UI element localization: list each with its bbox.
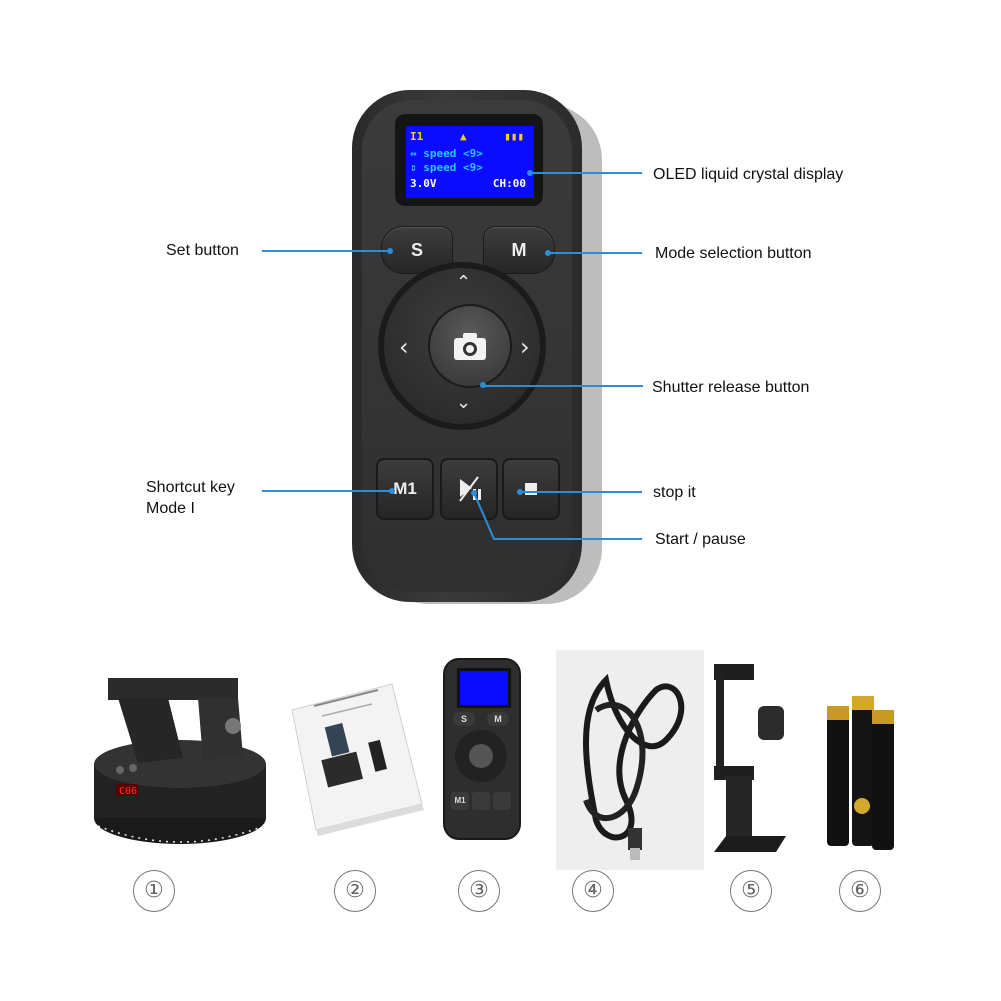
- set-label: Set button: [166, 242, 239, 259]
- pan-tilt-head-image: C06: [94, 678, 266, 844]
- mode-button[interactable]: M: [483, 226, 555, 274]
- stop-label: stop it: [653, 484, 696, 501]
- item-number-4: ④: [572, 870, 614, 912]
- screen-row-3: ⇕ speed <9>: [410, 161, 530, 175]
- shortcut-m1-button[interactable]: M1: [376, 458, 434, 520]
- camera-icon: [454, 333, 486, 360]
- item-number-3: ③: [458, 870, 500, 912]
- battery-icon: ▮▮▮: [504, 130, 524, 143]
- item-number-5: ⑤: [730, 870, 772, 912]
- batteries-image: [827, 696, 894, 850]
- start-pause-callout-line: [473, 492, 642, 540]
- lock-icon: ▲: [460, 130, 467, 143]
- shortcut-label: Shortcut key Mode I: [146, 477, 235, 519]
- small-remote-screen: [457, 668, 511, 708]
- start-pause-button[interactable]: [440, 458, 498, 520]
- oled-callout-line: [530, 172, 642, 174]
- shutter-label: Shutter release button: [652, 379, 810, 396]
- item-number-6: ⑥: [839, 870, 881, 912]
- screen-row-2: ⇔ speed <9>: [410, 147, 530, 161]
- shortcut-callout-line: [262, 490, 392, 492]
- stop-button[interactable]: [502, 458, 560, 520]
- small-remote-m1: M1: [451, 792, 469, 810]
- small-remote-play: [472, 792, 490, 810]
- oled-display: I1 ▲ ▮▮▮ ⇔ speed <9> ⇕ speed <9> 3.0V CH…: [406, 126, 534, 198]
- item-number-2: ②: [334, 870, 376, 912]
- start-pause-label: Start / pause: [655, 531, 746, 548]
- mode-label: Mode selection button: [655, 245, 812, 262]
- small-remote-s: S: [453, 712, 475, 726]
- small-remote-image: S M M1: [443, 658, 521, 840]
- chevron-right-icon[interactable]: ›: [520, 333, 530, 361]
- speed-horizontal: ⇔ speed <9>: [410, 147, 483, 160]
- manual-image: [291, 683, 424, 836]
- item-number-1: ①: [133, 870, 175, 912]
- oled-label: OLED liquid crystal display: [653, 166, 844, 183]
- channel-readout: CH:00: [492, 177, 526, 190]
- set-callout-dot: [387, 248, 393, 254]
- usb-cable-image: [583, 673, 685, 860]
- small-remote-shutter: [469, 744, 493, 768]
- small-remote-stop: [493, 792, 511, 810]
- shutter-callout-line: [483, 385, 643, 387]
- screen-channel: I1: [410, 130, 424, 143]
- set-callout-line: [262, 250, 390, 252]
- screen-row-4: 3.0V CH:00: [410, 177, 530, 191]
- stop-callout-line: [520, 491, 642, 493]
- speed-vertical: ⇕ speed <9>: [410, 161, 483, 174]
- shutter-button[interactable]: [428, 304, 512, 388]
- small-remote-m: M: [487, 712, 509, 726]
- voltage: 3.0V: [410, 177, 437, 190]
- chevron-down-icon[interactable]: ⌄: [456, 392, 472, 413]
- shortcut-label-line2: Mode I: [146, 500, 195, 517]
- svg-text:C06: C06: [119, 786, 137, 797]
- shortcut-callout-dot: [389, 488, 395, 494]
- chevron-up-icon[interactable]: ⌃: [456, 272, 472, 293]
- shortcut-label-line1: Shortcut key: [146, 479, 235, 496]
- screen-row-1: I1 ▲ ▮▮▮: [410, 130, 530, 144]
- chevron-left-icon[interactable]: ‹: [399, 333, 409, 361]
- phone-clamp-image: [714, 664, 786, 852]
- mode-callout-line: [548, 252, 642, 254]
